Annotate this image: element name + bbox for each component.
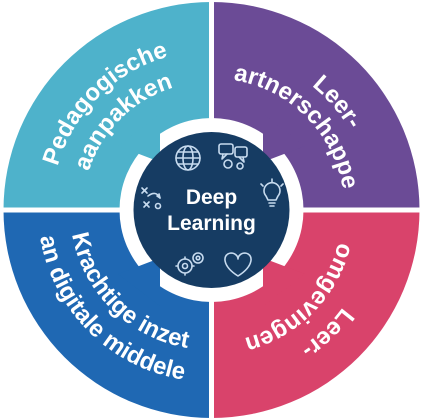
heart-icon [224, 252, 252, 277]
arrow-top-left [118, 114, 160, 162]
lightbulb-icon [260, 178, 284, 207]
globe-icon [175, 145, 201, 171]
arrow-bottom-left [118, 258, 160, 306]
strategy-play-icon [141, 187, 162, 210]
chat-bubbles-icon [218, 143, 248, 170]
arrow-top-right [263, 114, 305, 162]
core-title-line2: Learning [167, 212, 256, 235]
arrow-bottom-right [263, 258, 305, 306]
gears-icon [175, 252, 204, 276]
core-title-line1: Deep [186, 186, 237, 209]
core-circle [133, 132, 290, 288]
